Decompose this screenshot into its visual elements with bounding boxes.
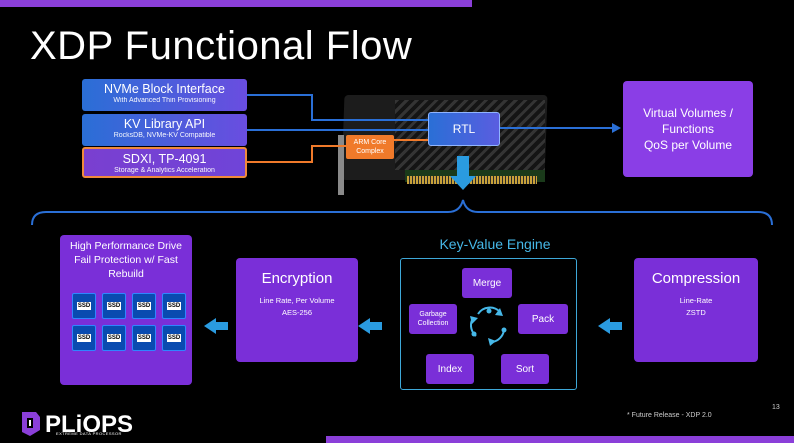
page-title: XDP Functional Flow [30, 24, 413, 68]
index-box: Index [426, 354, 474, 384]
kv-engine-title: Key-Value Engine [439, 236, 551, 252]
nvme-subtitle: With Advanced Thin Provisioning [113, 97, 216, 104]
vv-line1: Virtual Volumes / [643, 106, 733, 120]
drive-line1: High Performance Drive [69, 240, 183, 252]
arm-line1: ARM Core [353, 139, 387, 146]
encryption-line1: Line Rate, Per Volume [259, 296, 335, 305]
kv-library-subtitle: RocksDB, NVMe-KV Compatible [113, 132, 216, 139]
garbage-line2: Collection [417, 320, 449, 327]
sdxi-title: SDXI, TP-4091 [122, 152, 207, 166]
garbage-line1: Garbage [419, 311, 447, 318]
ssd-icon: SSD [102, 325, 126, 351]
compression-line2: ZSTD [686, 308, 706, 317]
rtl-box: RTL [428, 112, 500, 146]
vv-line2: Functions [661, 122, 715, 136]
vv-line3: QoS per Volume [643, 138, 733, 152]
drive-box-text: High Performance Drive Fail Protection w… [60, 239, 192, 281]
ssd-grid: SSD SSD SSD SSD SSD SSD SSD SSD [72, 293, 186, 351]
bottom-accent-bar [326, 436, 794, 443]
virtual-volumes-box: Virtual Volumes / Functions QoS per Volu… [623, 81, 753, 177]
drive-protection-box: High Performance Drive Fail Protection w… [60, 235, 192, 385]
sdxi-subtitle: Storage & Analytics Acceleration [114, 167, 215, 174]
kv-library-api-box: KV Library API RocksDB, NVMe-KV Compatib… [82, 114, 247, 146]
ssd-icon: SSD [162, 293, 186, 319]
drive-line2: Fail Protection w/ Fast [74, 254, 178, 266]
ssd-icon: SSD [72, 293, 96, 319]
drive-line3: Rebuild [108, 268, 144, 280]
arm-core-complex-box: ARM Core Complex [346, 135, 394, 159]
ssd-icon: SSD [132, 293, 156, 319]
compression-box: Compression Line-Rate ZSTD [634, 258, 758, 362]
encryption-box: Encryption Line Rate, Per Volume AES-256 [236, 258, 358, 362]
nvme-title: NVMe Block Interface [104, 82, 225, 96]
pliops-logo-icon [22, 412, 40, 436]
garbage-collection-box: Garbage Collection [409, 304, 457, 334]
kv-library-title: KV Library API [123, 117, 206, 131]
ssd-icon: SSD [162, 325, 186, 351]
logo-wordmark: PLiOPS [45, 411, 134, 438]
encryption-title: Encryption [261, 270, 333, 287]
nvme-block-interface-box: NVMe Block Interface With Advanced Thin … [82, 79, 247, 111]
pack-box: Pack [518, 304, 568, 334]
sort-box: Sort [501, 354, 549, 384]
top-accent-bar [0, 0, 472, 7]
arm-line2: Complex [356, 148, 384, 155]
kv-engine-box: Merge Garbage Collection Pack Index Sort [400, 258, 577, 390]
ssd-icon: SSD [102, 293, 126, 319]
encryption-line2: AES-256 [281, 308, 313, 317]
merge-box: Merge [462, 268, 512, 298]
page-number: 13 [772, 404, 780, 411]
card-bracket [338, 135, 344, 195]
logo-tagline: EXTREME DATA PROCESSOR [56, 431, 122, 436]
sdxi-box: SDXI, TP-4091 Storage & Analytics Accele… [82, 147, 247, 178]
ssd-icon: SSD [132, 325, 156, 351]
footnote: * Future Release - XDP 2.0 [627, 412, 712, 419]
ssd-icon: SSD [72, 325, 96, 351]
compression-title: Compression [651, 270, 741, 287]
compression-line1: Line-Rate [679, 296, 713, 305]
